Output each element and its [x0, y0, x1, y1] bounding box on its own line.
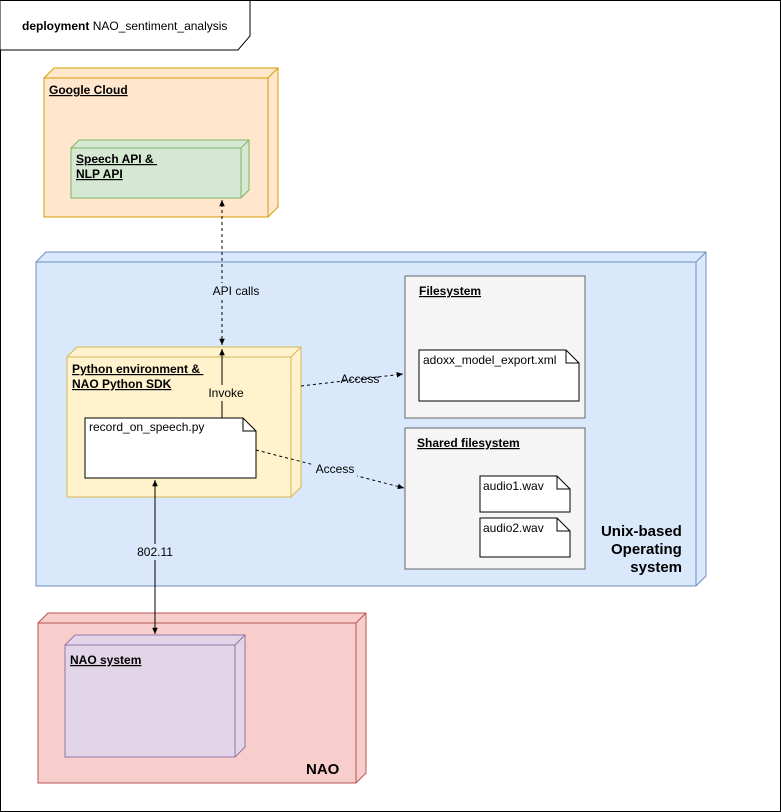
model-export-label: adoxx_model_export.xml — [423, 353, 556, 367]
nao-system-node[interactable]: NAO system — [64, 634, 246, 758]
wifi-label: 802.11 — [137, 545, 173, 559]
record-script-artifact[interactable]: record_on_speech.py — [84, 417, 257, 479]
nao-label: NAO — [306, 761, 340, 778]
shared-filesystem-label: Shared filesystem — [417, 436, 520, 450]
unix-os-label: Unix-based Operating system — [601, 523, 686, 576]
access-shared-edge — [255, 449, 405, 490]
frame-title-tab — [0, 0, 251, 51]
python-env-label: Python environment & NAO Python SDK — [72, 362, 203, 391]
google-cloud-label: Google Cloud — [49, 83, 128, 97]
speech-api-label: Speech API & NLP API — [76, 152, 157, 181]
filesystem-label: Filesystem — [419, 284, 481, 298]
access-filesystem-edge — [300, 371, 404, 387]
invoke-label: Invoke — [208, 386, 244, 400]
access-shared-label-bg — [313, 461, 357, 477]
model-export-artifact[interactable]: adoxx_model_export.xml — [418, 349, 580, 402]
audio1-label: audio1.wav — [483, 479, 544, 493]
api-calls-label: API calls — [213, 284, 260, 298]
access-filesystem-label: Access — [341, 372, 380, 386]
audio2-artifact[interactable]: audio2.wav — [479, 517, 571, 558]
api-calls-label-bg — [209, 283, 263, 299]
speech-api-node[interactable]: Speech API & NLP API — [70, 139, 250, 199]
wifi-label-bg — [135, 544, 175, 560]
record-script-label: record_on_speech.py — [89, 420, 204, 434]
invoke-label-bg — [206, 385, 246, 401]
access-shared-label: Access — [316, 462, 355, 476]
frame-title: deployment NAO_sentiment_analysis — [22, 19, 227, 33]
nao-system-label: NAO system — [70, 653, 141, 667]
audio2-label: audio2.wav — [483, 521, 544, 535]
audio1-artifact[interactable]: audio1.wav — [479, 475, 571, 513]
